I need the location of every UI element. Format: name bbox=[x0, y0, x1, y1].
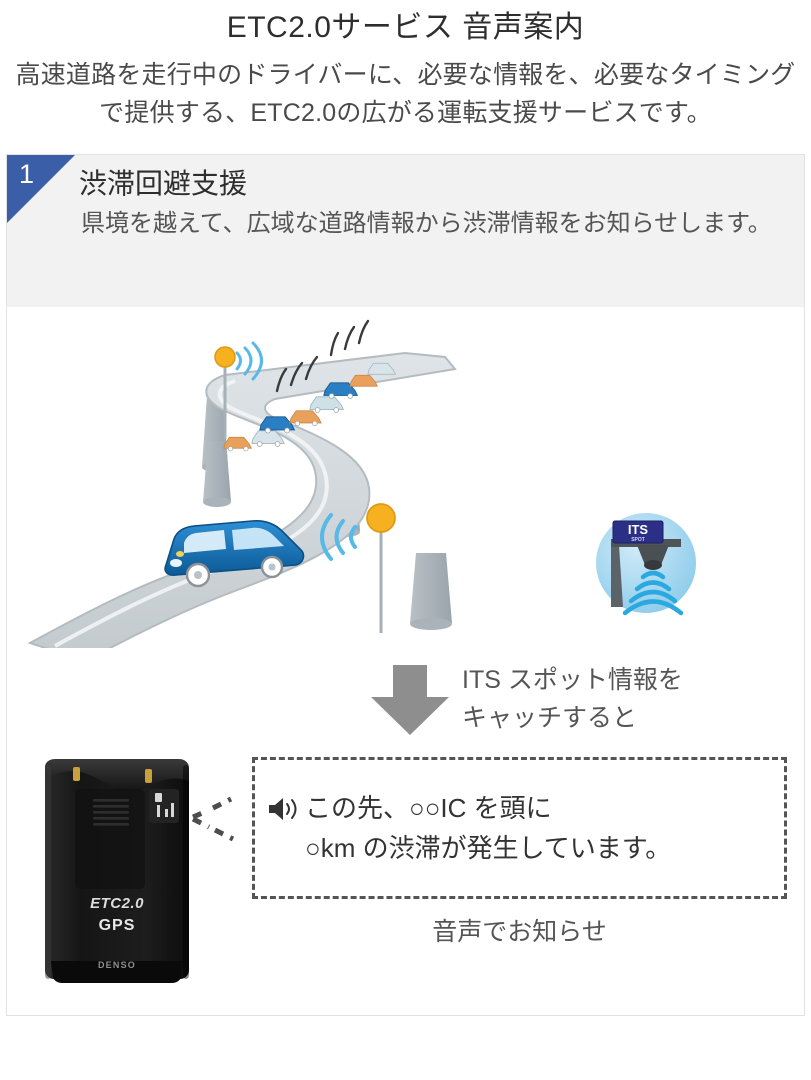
congested-cars bbox=[223, 362, 397, 452]
section-panel-traffic-avoidance: 1 渋滞回避支援 県境を越えて、広域な道路情報から渋滞情報をお知らせします。 bbox=[6, 154, 805, 1016]
its-spot-icon: ITS SPOT bbox=[596, 513, 696, 616]
main-car bbox=[164, 520, 305, 588]
section-number-label: 1 bbox=[19, 159, 35, 189]
congestion-marks bbox=[275, 319, 370, 393]
page-title: ETC2.0サービス 音声案内 bbox=[226, 11, 585, 44]
illustration-zone: ITS SPOT bbox=[7, 307, 804, 655]
intro-description: 高速道路を走行中のドライバーに、必要な情報を、必要なタイミングで提供する、ETC… bbox=[15, 61, 796, 127]
road-pillars bbox=[202, 396, 452, 630]
section-description: 県境を越えて、広域な道路情報から渋滞情報をお知らせします。 bbox=[81, 210, 772, 237]
its-sign-sublabel: SPOT bbox=[631, 537, 645, 543]
speech-bubble: この先、○○IC を頭に ○km の渋滞が発生しています。 bbox=[252, 757, 787, 899]
speaker-icon bbox=[269, 798, 297, 820]
device-zone: ETC2.0 GPS DENSO この先、○○I bbox=[7, 747, 804, 1015]
intro-block: ETC2.0サービス 音声案内 高速道路を走行中のドライバーに、必要な情報を、必… bbox=[0, 0, 811, 132]
road-surface bbox=[27, 351, 457, 648]
its-beacon-lower bbox=[320, 503, 396, 633]
section-number-badge: 1 bbox=[7, 155, 75, 223]
voice-notification-caption: 音声でお知らせ bbox=[432, 918, 607, 946]
speech-bubble-tail bbox=[191, 796, 235, 842]
section-header: 1 渋滞回避支援 県境を越えて、広域な道路情報から渋滞情報をお知らせします。 bbox=[7, 155, 804, 307]
catch-caption: ITS スポット情報を キャッチすると bbox=[462, 666, 683, 732]
etc-device-illustration bbox=[45, 759, 189, 983]
its-sign-label: ITS bbox=[628, 522, 649, 537]
arrow-down-icon bbox=[371, 665, 449, 735]
catch-row: ITS スポット情報を キャッチすると bbox=[7, 655, 804, 747]
speech-bubble-text: この先、○○IC を頭に ○km の渋滞が発生しています。 bbox=[305, 793, 672, 863]
its-beacon-upper bbox=[214, 341, 263, 439]
highway-illustration bbox=[27, 319, 457, 648]
triangle-shape bbox=[7, 155, 75, 223]
section-title: 渋滞回避支援 bbox=[79, 168, 248, 199]
